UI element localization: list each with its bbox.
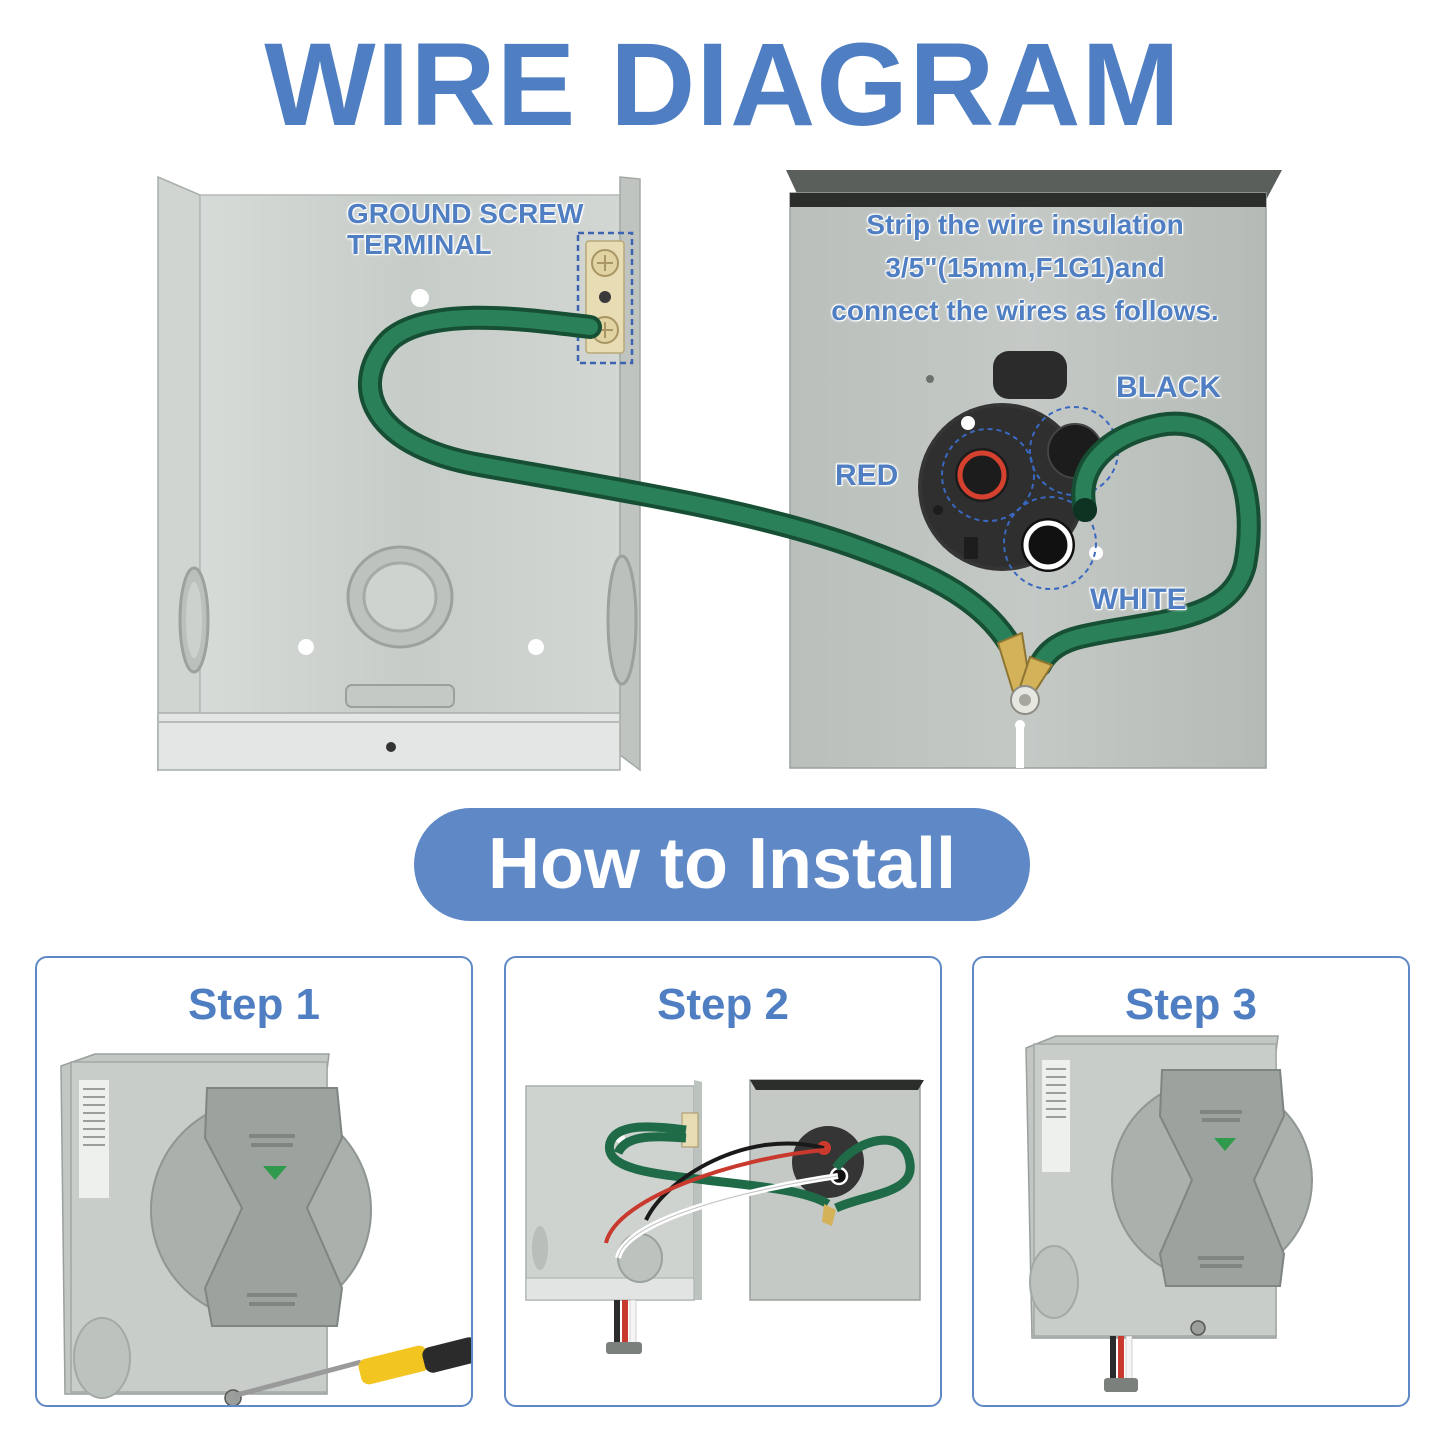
left-enclosure [157,175,641,772]
step-3-label: Step 3 [1124,980,1258,1029]
how-to-install-banner: How to Install [414,808,1030,921]
ground-label-line1: GROUND SCREW [347,198,584,229]
step-2-label: Step 2 [656,980,790,1029]
wire-diagram-illustration [157,170,1282,772]
white-terminal [1021,518,1075,572]
right-enclosure [786,170,1282,769]
receptacle-cover [150,1087,372,1327]
wire-diagram: GROUND SCREW TERMINAL Strip the wire ins… [150,165,1282,785]
page-title: WIRE DIAGRAM [264,19,1181,151]
receptacle [918,351,1119,590]
step-card-2: Step 2 [504,956,942,1407]
conduit-fitting-bottom [345,545,455,708]
strip-line2: 3/5"(15mm,F1G1)and [885,252,1165,283]
strip-line1: Strip the wire insulation [866,209,1184,240]
white-label: WHITE [1090,583,1187,616]
step-card-3: Step 3 [972,956,1410,1407]
receptacle-cover-closed [1111,1069,1313,1287]
ground-screw-terminal-label: GROUND SCREW TERMINAL [347,198,584,261]
red-label: RED [835,459,899,492]
step-card-1: Step 1 [35,956,473,1407]
step-1-label: Step 1 [187,980,321,1029]
strip-instructions-label: Strip the wire insulation 3/5"(15mm,F1G1… [800,203,1250,332]
ground-screw-terminal [576,231,634,365]
conduit-fitting-right [606,554,638,686]
ground-label-line2: TERMINAL [347,228,492,260]
step2-wires [604,1122,915,1259]
screwdriver-icon [232,1337,471,1399]
strip-line3: connect the wires as follows. [831,295,1219,326]
step1-illustration [60,1053,471,1405]
step3-illustration [1025,1035,1313,1392]
step2-illustration [525,1079,924,1354]
ground-wire [358,305,1261,715]
red-terminal [955,448,1009,502]
black-label: BLACK [1116,371,1221,404]
conduit-fitting-left [178,566,210,674]
